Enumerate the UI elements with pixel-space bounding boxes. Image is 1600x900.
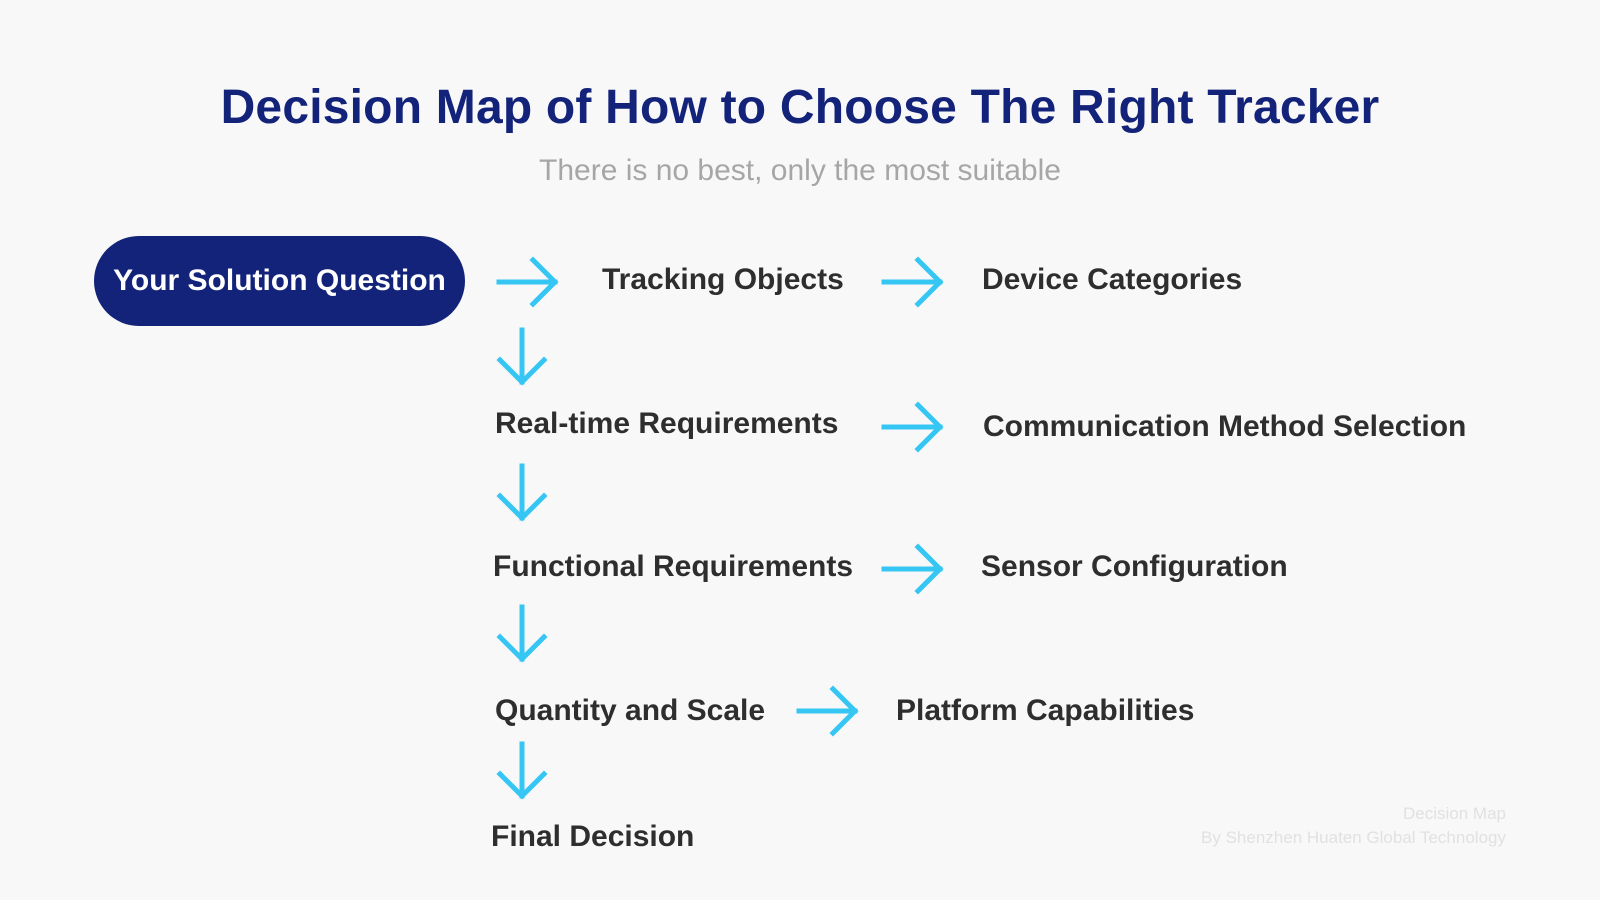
node-functional-requirements: Functional Requirements [493, 550, 854, 583]
arrow-down-icon [496, 463, 548, 522]
arrow-right-icon [796, 685, 859, 737]
node-final-decision: Final Decision [491, 820, 695, 853]
node-quantity-and-scale: Quantity and Scale [495, 694, 766, 727]
node-communication-method-selection: Communication Method Selection [983, 410, 1467, 443]
watermark: Decision Map By Shenzhen Huaten Global T… [1201, 802, 1506, 850]
node-platform-capabilities: Platform Capabilities [896, 694, 1195, 727]
node-sensor-configuration: Sensor Configuration [981, 550, 1288, 583]
arrow-right-icon [881, 256, 944, 308]
arrow-right-icon [881, 543, 944, 595]
watermark-line-1: Decision Map [1403, 804, 1506, 823]
arrow-right-icon [496, 256, 559, 308]
page-title: Decision Map of How to Choose The Right … [220, 81, 1380, 134]
arrow-down-icon [496, 604, 548, 663]
arrow-down-icon [496, 741, 548, 800]
start-node-your-solution-question: Your Solution Question [94, 236, 465, 326]
page-subtitle: There is no best, only the most suitable [539, 154, 1061, 187]
arrow-right-icon [881, 401, 944, 453]
node-realtime-requirements: Real-time Requirements [495, 407, 839, 440]
node-device-categories: Device Categories [982, 263, 1243, 296]
node-tracking-objects: Tracking Objects [602, 263, 844, 296]
watermark-line-2: By Shenzhen Huaten Global Technology [1201, 828, 1506, 847]
arrow-down-icon [496, 327, 548, 386]
